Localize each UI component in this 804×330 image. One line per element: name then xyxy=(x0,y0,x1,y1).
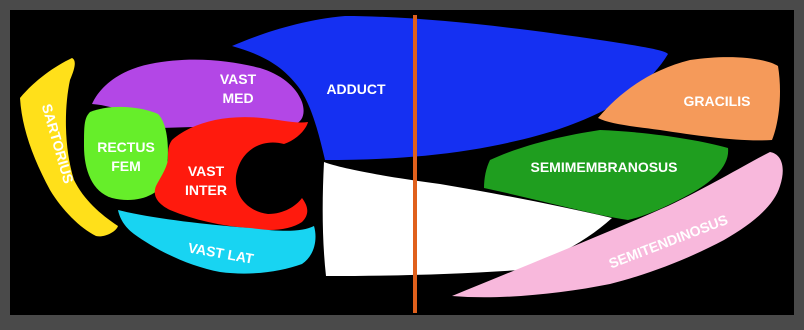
semimembranosus-label: SEMIMEMBRANOSUS xyxy=(530,159,677,175)
gracilis-label: GRACILIS xyxy=(684,93,751,109)
biceps-femoris-label-line1: BICEPS xyxy=(454,213,506,229)
vast-inter-label-line2: INTER xyxy=(185,182,227,198)
rectus-fem-label-line1: RECTUS xyxy=(97,139,155,155)
vast-med-label-line2: MED xyxy=(222,90,253,106)
biceps-femoris-label-line2: FEMORIS xyxy=(448,233,512,249)
rectus-fem-label-line2: FEM xyxy=(111,158,141,174)
vast-inter-label-line1: VAST xyxy=(188,163,225,179)
divider-line xyxy=(413,15,417,313)
vast-med-label-line1: VAST xyxy=(220,71,257,87)
adduct-label: ADDUCT xyxy=(326,81,386,97)
